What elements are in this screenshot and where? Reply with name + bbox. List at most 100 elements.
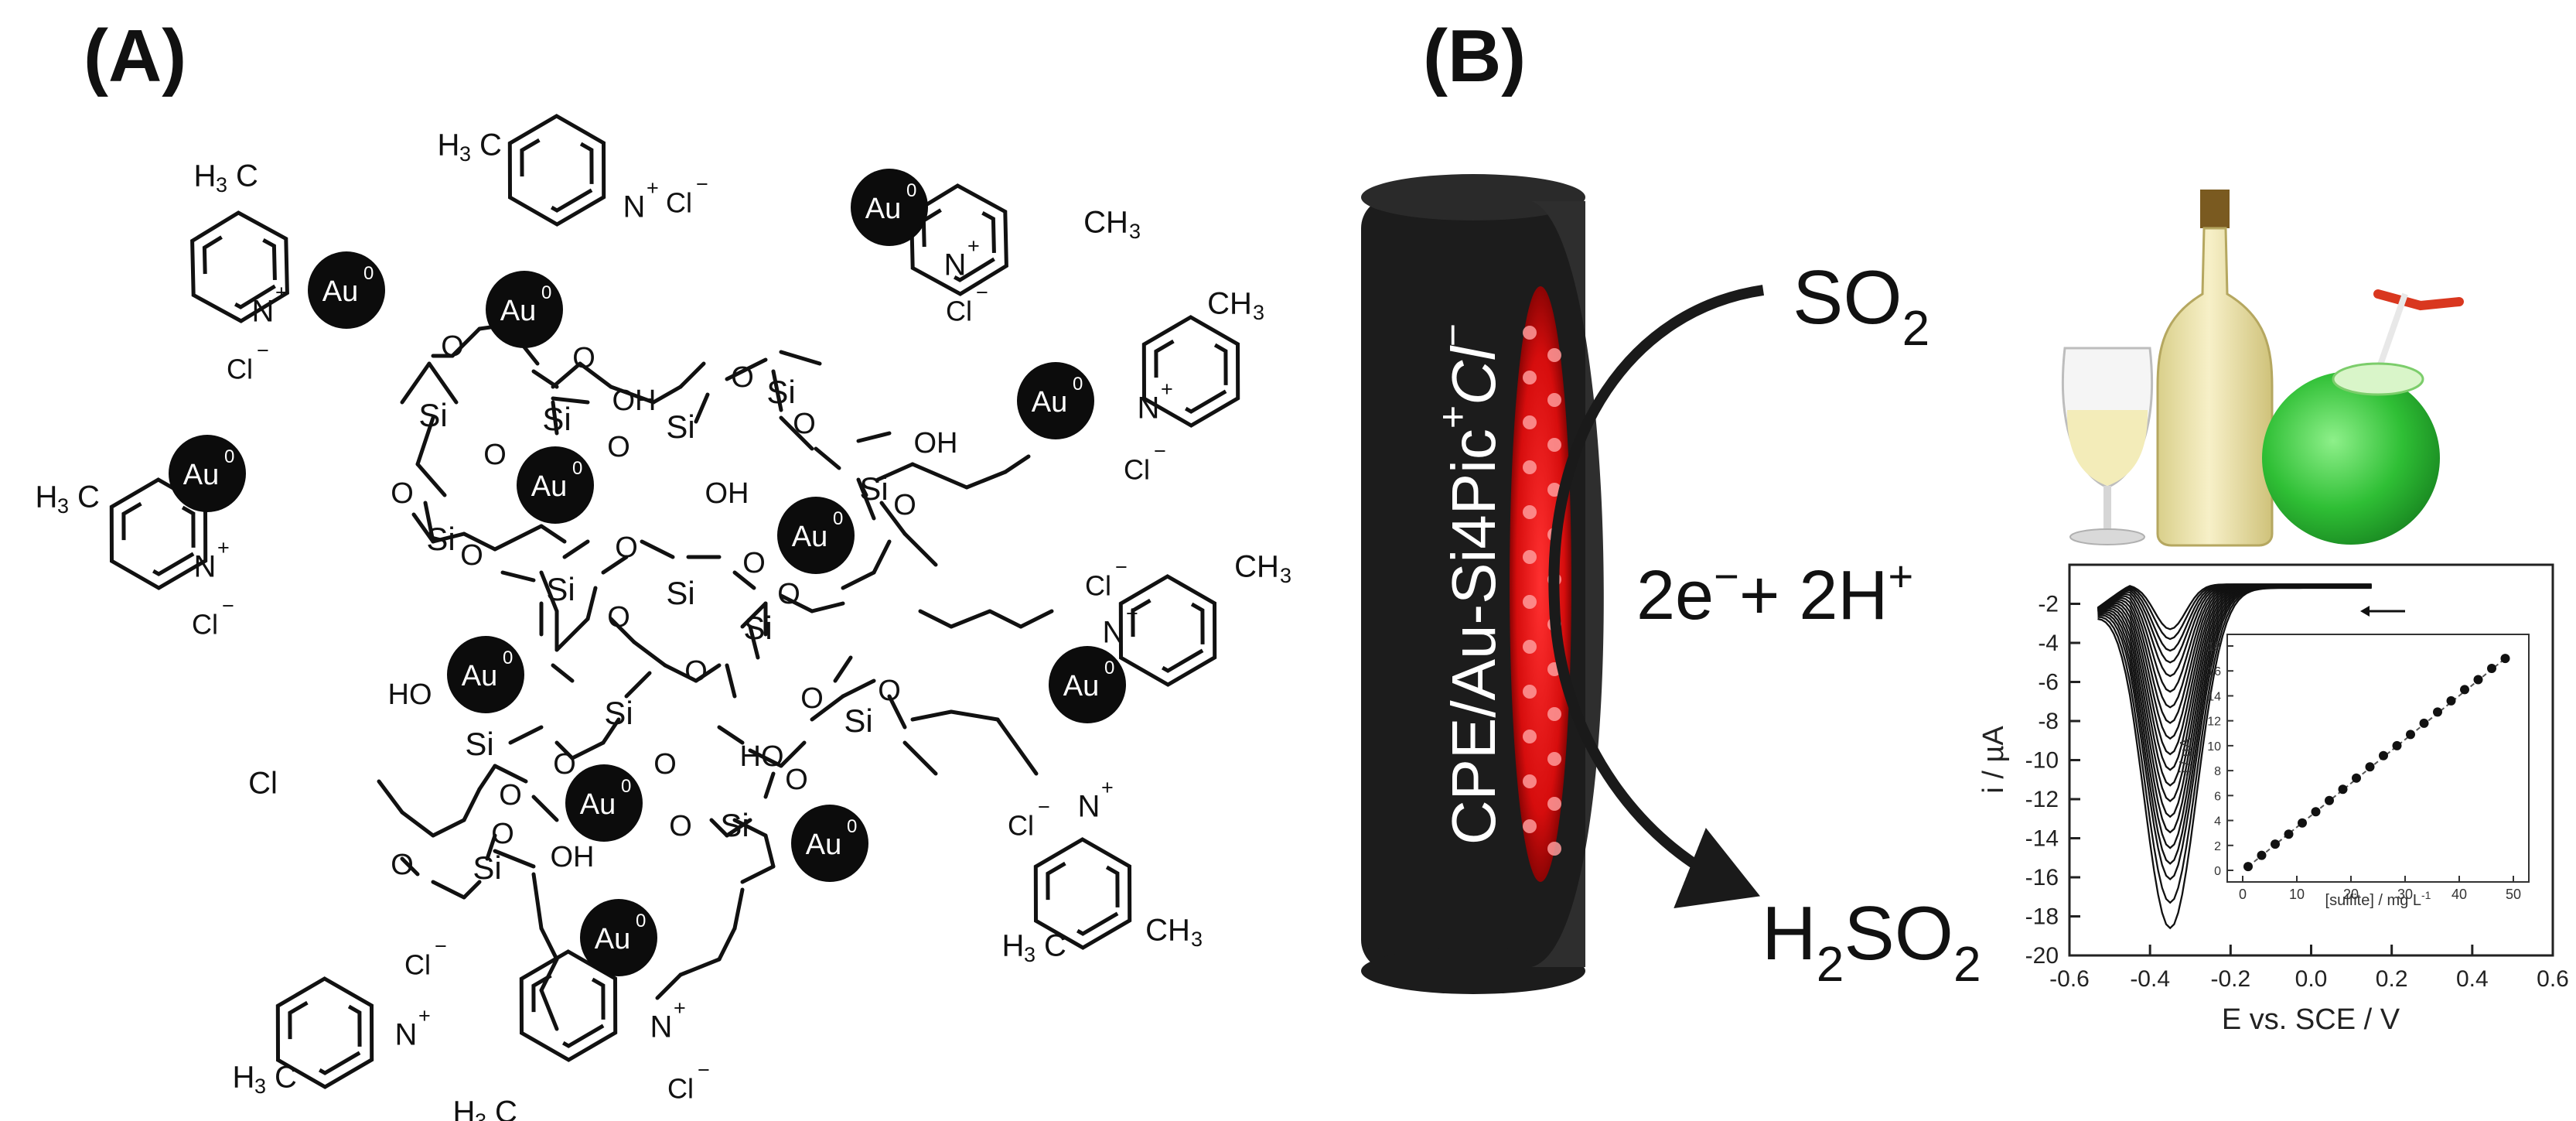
hydroxyl-group: OH bbox=[612, 384, 657, 417]
bond bbox=[725, 818, 752, 838]
electrode-dot bbox=[1523, 819, 1537, 833]
bond bbox=[879, 501, 907, 536]
hydroxyl-group: HO bbox=[740, 740, 784, 773]
bond bbox=[902, 531, 938, 567]
methyl-group-h: H bbox=[36, 480, 58, 514]
bond bbox=[740, 601, 768, 629]
negative-charge: − bbox=[222, 594, 234, 617]
bond bbox=[810, 694, 845, 722]
cv-y-tick-label: -18 bbox=[2025, 904, 2059, 930]
bond bbox=[872, 539, 892, 575]
bond bbox=[462, 787, 482, 822]
methyl-group-h: H bbox=[1002, 929, 1025, 963]
negative-charge: − bbox=[257, 339, 269, 362]
electrode-dot bbox=[1523, 371, 1537, 384]
cv-y-tick-label: -4 bbox=[2038, 631, 2059, 656]
au-nanoparticle-label: Au bbox=[322, 275, 358, 308]
methyl-group-h: H bbox=[438, 128, 460, 162]
chloride-ion: Cl bbox=[227, 354, 253, 385]
au-nanoparticle-charge: 0 bbox=[621, 776, 631, 797]
au-nanoparticle bbox=[565, 764, 643, 842]
inset-data-point bbox=[2419, 718, 2429, 728]
bond bbox=[856, 431, 892, 443]
bond bbox=[485, 833, 497, 861]
bond bbox=[601, 555, 629, 575]
nitrogen-atom: N bbox=[944, 248, 967, 282]
inset-xlabel: [sulfite] / mg L-1 bbox=[2325, 889, 2431, 909]
methyl-group-c: C bbox=[275, 1061, 297, 1095]
nitrogen-atom: N bbox=[623, 190, 646, 224]
oxygen-atom: O bbox=[499, 779, 522, 812]
cv-y-tick-label: -16 bbox=[2025, 865, 2059, 890]
si-atom: Si bbox=[546, 571, 575, 607]
bond bbox=[810, 601, 845, 613]
inset-y-tick-label: 16 bbox=[2207, 665, 2221, 678]
methyl-group-subscript: 3 bbox=[57, 494, 69, 518]
wine-bottle-icon bbox=[2156, 190, 2274, 547]
positive-charge: + bbox=[217, 536, 230, 559]
cv-y-tick-label: -20 bbox=[2025, 943, 2059, 969]
au-nanoparticle-charge: 0 bbox=[833, 508, 843, 529]
au-nanoparticle bbox=[1017, 362, 1094, 439]
so2-label: SO2 bbox=[1793, 255, 1929, 356]
au-nanoparticle-charge: 0 bbox=[906, 180, 916, 201]
bond bbox=[732, 887, 745, 931]
inset-y-tick-label: 10 bbox=[2207, 740, 2221, 754]
bond bbox=[748, 624, 760, 660]
au-nanoparticle bbox=[851, 169, 928, 246]
cv-x-tick-label: 0.4 bbox=[2456, 966, 2489, 992]
electrode-dot bbox=[1547, 393, 1561, 407]
electrode-label: CPE/Au-Si4Pic+Cl− bbox=[1431, 323, 1508, 845]
bond bbox=[732, 570, 756, 590]
bond bbox=[578, 361, 613, 389]
bond bbox=[779, 415, 814, 451]
si-atom: Si bbox=[473, 849, 501, 886]
hydroxyl-group: OH bbox=[705, 477, 749, 510]
nitrogen-atom: N bbox=[1078, 790, 1100, 824]
pyridinium-ring bbox=[507, 114, 606, 227]
inset-ylabel: -i / µA bbox=[2178, 737, 2195, 778]
methyl-group-subscript: 3 bbox=[475, 1109, 486, 1121]
bond bbox=[551, 663, 575, 683]
inset-data-point bbox=[2487, 664, 2496, 673]
bond bbox=[562, 539, 590, 559]
methyl-group-subscript: 3 bbox=[459, 142, 471, 166]
inset-y-tick-label: 0 bbox=[2214, 865, 2221, 878]
bond bbox=[531, 369, 559, 389]
au-nanoparticle-label: Au bbox=[806, 829, 841, 861]
au-nanoparticle bbox=[777, 497, 855, 574]
pyridinium-ring bbox=[1141, 315, 1240, 428]
bond bbox=[771, 369, 783, 412]
au-nanoparticle-label: Au bbox=[531, 470, 567, 503]
bond bbox=[411, 512, 435, 544]
inset-data-point bbox=[2446, 695, 2456, 706]
chloride-ion: Cl bbox=[667, 1073, 694, 1105]
au-nanoparticle-label: Au bbox=[865, 193, 901, 225]
bond bbox=[539, 570, 559, 613]
bond bbox=[833, 655, 853, 683]
inset-x-tick-label: 40 bbox=[2451, 887, 2467, 902]
cv-x-tick-label: 0.6 bbox=[2537, 966, 2569, 992]
pyridinium-ring bbox=[190, 210, 289, 323]
bond bbox=[493, 524, 544, 552]
cv-y-tick-label: -2 bbox=[2038, 592, 2059, 617]
bond bbox=[995, 717, 1039, 776]
si-atom: Si bbox=[426, 521, 455, 557]
bond bbox=[1018, 609, 1054, 629]
pyridinium-ring-inner bbox=[1131, 588, 1205, 673]
methyl-group-ch: CH bbox=[1083, 206, 1128, 240]
au-nanoparticle-label: Au bbox=[1063, 670, 1099, 702]
cv-y-tick-label: -8 bbox=[2038, 709, 2059, 734]
bond bbox=[427, 361, 459, 405]
positive-charge: + bbox=[647, 176, 659, 200]
oxygen-atom: O bbox=[742, 547, 766, 579]
methyl-group-ch: CH bbox=[1145, 914, 1190, 948]
wine-glass-icon bbox=[2062, 347, 2153, 545]
si-atom: Si bbox=[743, 610, 772, 646]
chloride-ion: Cl bbox=[666, 187, 692, 219]
au-nanoparticle bbox=[169, 435, 246, 512]
oxygen-atom: O bbox=[684, 655, 708, 688]
si-atom: Si bbox=[666, 575, 694, 611]
oxygen-atom: O bbox=[460, 539, 483, 572]
inset-y-tick-label: 4 bbox=[2214, 815, 2221, 829]
